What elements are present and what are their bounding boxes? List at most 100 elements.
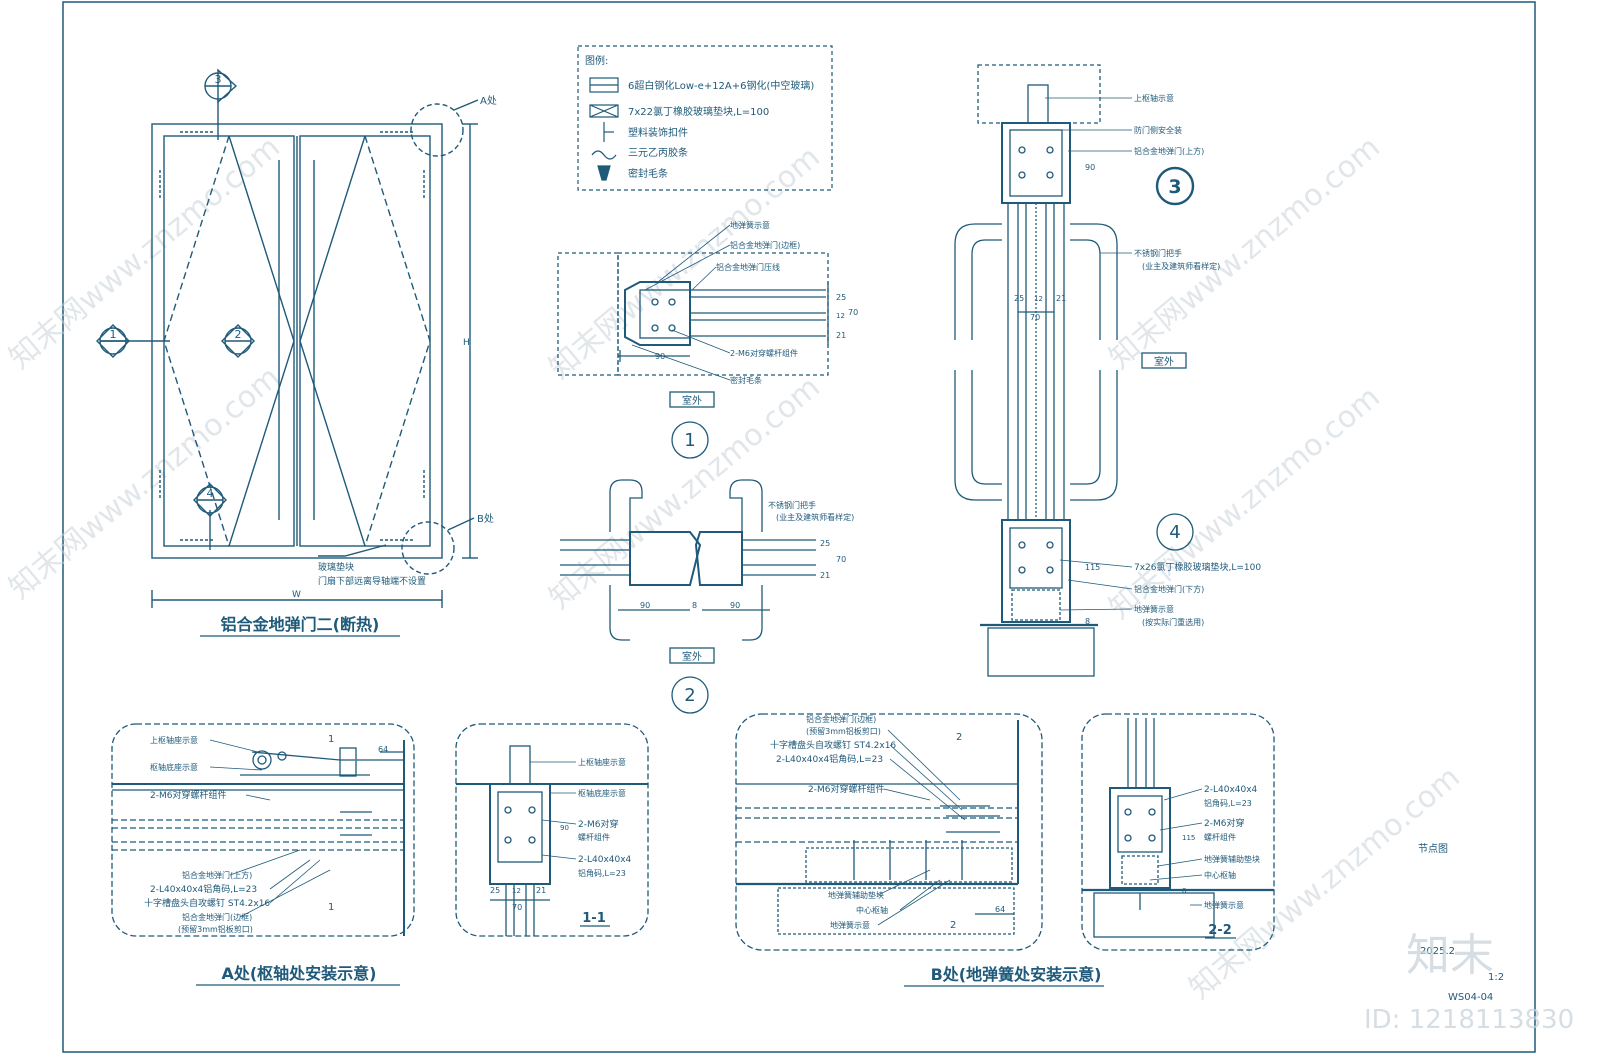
detail-1-1-label-bolt-2: 螺杆组件 [578, 832, 610, 842]
detail-3-number: 3 [1168, 176, 1181, 198]
detail-a-section-1-top: 1 [328, 734, 334, 745]
detail-1-dim-12: 12 [836, 312, 845, 320]
section-mark-4 [193, 483, 227, 517]
detail-a-label-top-rail: 铝合金地弹门(上方) [182, 870, 252, 880]
legend-item-block: 7x22氯丁橡胶玻璃垫块,L=100 [628, 105, 769, 118]
right-leaf [299, 135, 431, 547]
glass-block-note: 玻璃垫块 [318, 561, 354, 573]
detail-1-1-dim-12: 12 [512, 887, 521, 895]
detail-1-1-label-pivot-base: 枢轴底座示意 [578, 788, 626, 798]
right-swing-line [299, 135, 366, 547]
detail-2-dim-25: 25 [820, 539, 830, 548]
legend-item-brush: 密封毛条 [628, 167, 668, 180]
section-mark-1 [96, 324, 130, 358]
detail-1-1-label-bolt: 2-M6对穿 [578, 818, 618, 830]
detail-b-dim-64: 64 [995, 905, 1005, 914]
watermark-text: 知末网www.znzmo.com [3, 360, 287, 606]
detail-b-section-2-top: 2 [956, 732, 962, 743]
detail-b-label-bolt: 2-M6对穿螺杆组件 [808, 783, 884, 795]
detail-b-section-2-bottom: 2 [950, 920, 956, 931]
detail-a-section-1-bottom: 1 [328, 902, 334, 913]
legend-item-clip: 塑料装饰扣件 [628, 126, 688, 139]
detail-1-dim-21: 21 [836, 331, 846, 340]
detail-3-outside: 室外 [1154, 355, 1174, 368]
detail-2-2-label-aux-block: 地弹簧辅助垫块 [1204, 854, 1260, 864]
door-elevation [100, 99, 479, 608]
detail-b-label-frame: 铝合金地弹门(边框) [806, 714, 876, 724]
detail-2-dim-70: 70 [836, 555, 846, 564]
section-mark-2-label: 2 [235, 328, 242, 341]
detail-2-2-dim-115: 115 [1182, 834, 1195, 842]
detail-2-2-title: 2-2 [1208, 923, 1232, 938]
detail-3-label-top-rail: 铝合金地弹门(上方) [1134, 146, 1204, 156]
detail-3-dim-12: 12 [1034, 295, 1043, 303]
detail-1-label-bolt: 2-M6对穿螺杆组件 [730, 348, 798, 358]
detail-b-drawing [735, 713, 1043, 951]
detail-a-label-bolt: 2-M6对穿螺杆组件 [150, 789, 226, 801]
detail-1-1-dim-70: 70 [512, 903, 522, 912]
detail-2-2-label-spring: 地弹簧示意 [1204, 900, 1244, 910]
detail-a-label-frame: 铝合金地弹门(边框) [182, 912, 252, 922]
detail-1-dim-70: 70 [848, 308, 858, 317]
detail-3-dim-90: 90 [1085, 163, 1095, 172]
detail-a-dim-64: 64 [378, 745, 388, 754]
legend-item-gasket: 三元乙丙胶条 [628, 146, 688, 159]
detail-3-label-pivot: 上枢轴示意 [1134, 93, 1174, 103]
detail-a-label-angle: 2-L40x40x4铝角码,L=23 [150, 883, 257, 895]
detail-4-label-bottom-rail: 铝合金地弹门(下方) [1134, 584, 1204, 594]
detail-3-dim-70: 70 [1030, 313, 1040, 322]
detail-2-number: 2 [684, 685, 695, 706]
detail-2-2-drawing [1081, 713, 1275, 951]
detail-b-label-center-pivot: 中心枢轴 [856, 905, 888, 915]
detail-a-label-pivot-base: 枢轴底座示意 [150, 762, 198, 772]
callout-b-label: B处 [477, 513, 494, 525]
detail-2-dim-21: 21 [820, 571, 830, 580]
detail-4-number: 4 [1169, 522, 1180, 543]
detail-1-1-dim-90: 90 [560, 824, 569, 832]
detail-2-2-label-center-pivot: 中心枢轴 [1204, 870, 1236, 880]
detail-3-label-handle: 不锈钢门把手 [1134, 248, 1182, 258]
section-mark-3-label: 3 [215, 73, 222, 86]
detail-2-label-handle-note: (业主及建筑师看样定) [776, 512, 854, 522]
detail-b-label-cut: (预留3mm铝板剪口) [806, 726, 881, 736]
elevation-title: 铝合金地弹门二(断热) [221, 615, 380, 634]
detail-1-1-label-angle: 2-L40x40x4 [578, 855, 632, 865]
detail-2-label-handle: 不锈钢门把手 [768, 500, 816, 510]
legend-item-glass: 6超白钢化Low-e+12A+6钢化(中空玻璃) [628, 79, 814, 92]
watermark-text: 知末网www.znzmo.com [3, 130, 287, 376]
watermark-id: ID: 1218113830 [1364, 1005, 1574, 1035]
legend-title: 图例: [585, 54, 608, 67]
detail-1-1-label-angle-2: 铝角码,L=23 [578, 868, 626, 878]
detail-1-label-spring: 地弹簧示意 [730, 220, 770, 230]
detail-b-label-screw: 十字槽盘头自攻螺钉 ST4.2x16 [770, 739, 896, 751]
detail-1-label-brush: 密封毛条 [730, 375, 762, 385]
detail-1-dim-90: 90 [655, 352, 665, 361]
detail-a-title: A处(枢轴处安装示意) [221, 964, 376, 983]
callout-a-circle [410, 103, 464, 157]
detail-3-label-safety: 防门侧安全装 [1134, 125, 1182, 135]
detail-1-1-title: 1-1 [582, 911, 606, 926]
detail-1-1-drawing [455, 723, 649, 937]
right-swing-line-2 [364, 135, 431, 547]
detail-2-drawing [560, 479, 816, 714]
detail-4-dim-115: 115 [1085, 563, 1100, 572]
callout-a-label: A处 [480, 95, 497, 107]
detail-a-label-cut: (预留3mm铝板剪口) [178, 924, 253, 934]
detail-2-2-dim-8: 8 [1182, 887, 1186, 895]
detail-a-label-screw: 十字槽盘头自攻螺钉 ST4.2x16 [144, 897, 270, 909]
detail-b-label-angle: 2-L40x40x4铝角码,L=23 [776, 753, 883, 765]
detail-1-1-label-top-pivot: 上枢轴座示意 [578, 757, 626, 767]
section-mark-2 [221, 324, 255, 358]
drawing-number: WS04-04 [1448, 992, 1493, 1003]
detail-4-label-block: 7x26氯丁橡胶玻璃垫块,L=100 [1134, 561, 1261, 573]
detail-3-dim-21: 21 [1056, 294, 1066, 303]
detail-1-label-frame: 铝合金地弹门(边框) [730, 240, 800, 250]
sheet-scale: 1:2 [1488, 972, 1504, 983]
detail-2-dim-8: 8 [692, 601, 697, 610]
detail-2-2-label-angle-2: 铝角码,L=23 [1204, 798, 1252, 808]
height-label: H [463, 338, 470, 348]
detail-2-dim-90-right: 90 [730, 601, 740, 610]
detail-2-2-label-angle: 2-L40x40x4 [1204, 785, 1258, 795]
vertical-section-drawing [954, 64, 1195, 677]
callout-b-circle [401, 521, 455, 575]
